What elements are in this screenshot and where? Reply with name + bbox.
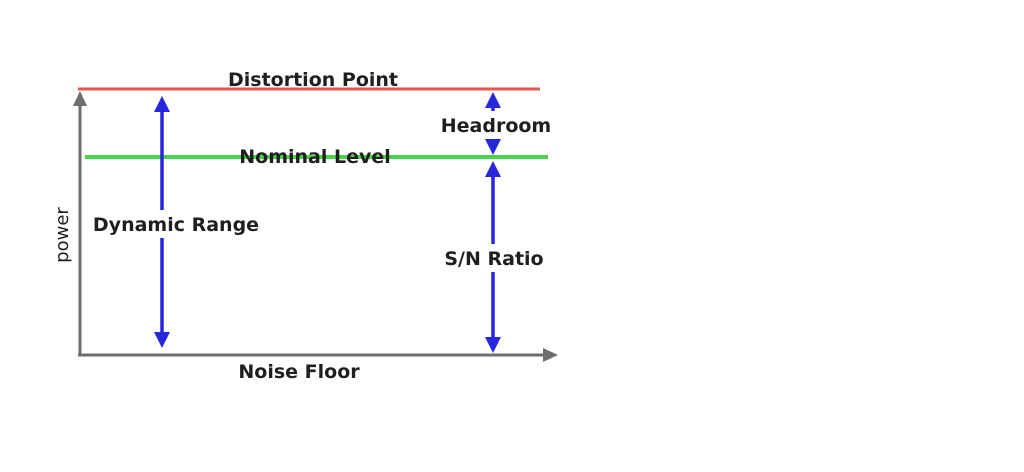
y-axis-label: power xyxy=(52,207,73,263)
dynamic-range-arrowhead-down-icon xyxy=(154,332,170,348)
sn-ratio-label-bg xyxy=(446,244,543,272)
sn-ratio-arrowhead-up-icon xyxy=(485,161,501,177)
sn-ratio-label: S/N Ratio xyxy=(444,248,543,270)
distortion-point-label: Distortion Point xyxy=(228,69,398,91)
noise-floor-label: Noise Floor xyxy=(238,361,360,383)
headroom-label-bg xyxy=(442,111,550,139)
dynamic-range-arrowhead-up-icon xyxy=(154,96,170,112)
headroom-label: Headroom xyxy=(441,115,551,137)
headroom-arrowhead-down-icon xyxy=(485,139,501,155)
y-axis-arrowhead-icon xyxy=(73,91,87,106)
x-axis-noise-floor xyxy=(78,348,558,362)
sn-ratio-arrowhead-down-icon xyxy=(485,337,501,353)
dynamic-range-label: Dynamic Range xyxy=(93,214,259,236)
nominal-level-label: Nominal Level xyxy=(239,146,391,168)
y-axis: power xyxy=(52,91,87,355)
x-axis-arrowhead-icon xyxy=(543,348,558,362)
dynamic-range-label-bg xyxy=(96,210,256,238)
headroom-arrowhead-up-icon xyxy=(485,92,501,108)
